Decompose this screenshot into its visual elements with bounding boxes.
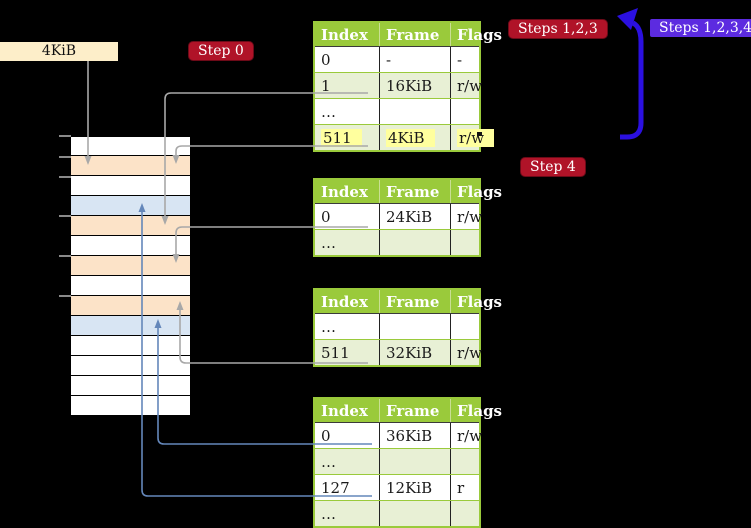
step-4-badge: Step 4	[520, 157, 586, 177]
table-cell: …	[314, 229, 380, 257]
memory-row-free	[71, 176, 190, 196]
table-cell: …	[314, 98, 380, 125]
table-cell: 0	[314, 46, 380, 73]
table-cell: 32KiB	[379, 339, 451, 367]
address-tick	[59, 176, 71, 178]
table-cell	[450, 313, 480, 340]
memory-row-table	[71, 256, 190, 276]
table-cell	[450, 500, 480, 528]
table-row: …	[314, 313, 480, 340]
table-cell: r/w	[450, 339, 482, 367]
memory-row-mapped	[71, 316, 190, 336]
memory-row-free	[71, 276, 190, 296]
column-header: Frame	[379, 398, 451, 423]
address-tick	[59, 255, 71, 257]
memory-row-free	[71, 236, 190, 256]
table-cell	[450, 98, 480, 125]
table-cell	[379, 500, 451, 528]
steps-1234-badge: Steps 1,2,3,4	[650, 19, 751, 37]
memory-row-free	[71, 356, 190, 376]
table-row: 0--	[314, 46, 480, 73]
column-header: Index	[314, 398, 380, 423]
page-size-label: 4KiB	[0, 42, 118, 61]
table-cell: -	[450, 46, 480, 73]
column-header: Frame	[379, 22, 451, 47]
table-cell: 511	[314, 124, 380, 152]
column-header: Frame	[379, 289, 451, 314]
column-header: Index	[314, 22, 380, 47]
step-0-badge: Step 0	[188, 41, 254, 61]
steps-loop-arrow	[620, 20, 644, 140]
column-header: Index	[314, 289, 380, 314]
table-cell: 24KiB	[379, 203, 451, 230]
column-header: Flags	[450, 179, 502, 204]
steps-123-badge: Steps 1,2,3	[508, 19, 608, 39]
table-cell: r	[450, 474, 480, 501]
column-header: Flags	[450, 289, 502, 314]
table-cell: r/w	[450, 72, 482, 99]
table-cell: 127	[314, 474, 380, 501]
table-cell: 1	[314, 72, 380, 99]
table-cell	[450, 448, 480, 475]
table-cell	[379, 98, 451, 125]
memory-row-free	[71, 336, 190, 356]
table-cell: …	[314, 313, 380, 340]
memory-row-mapped	[71, 196, 190, 216]
table-row: …	[314, 448, 480, 475]
table-cell	[379, 448, 451, 475]
memory-row-table	[71, 296, 190, 316]
column-header: Flags	[450, 22, 502, 47]
table-row: …	[314, 229, 480, 257]
column-header: Flags	[450, 398, 502, 423]
column-header: Frame	[379, 179, 451, 204]
memory-row-free	[71, 136, 190, 156]
table-cell	[450, 229, 480, 257]
memory-row-table	[71, 156, 190, 176]
memory-row-table	[71, 216, 190, 236]
table-cell: …	[314, 448, 380, 475]
table-row: …	[314, 98, 480, 125]
address-tick	[59, 295, 71, 297]
table-cell: 4KiB	[379, 124, 451, 152]
memory-column	[71, 136, 190, 416]
steps-loop-arrowhead	[617, 8, 638, 30]
address-tick	[59, 215, 71, 217]
memory-row-free	[71, 376, 190, 396]
memory-row-free	[71, 396, 190, 416]
table-cell: 0	[314, 422, 380, 449]
table-cell: r/w	[450, 203, 482, 230]
table1-edge-marker	[477, 132, 482, 136]
table-cell	[379, 313, 451, 340]
address-tick	[59, 156, 71, 158]
table-cell	[379, 229, 451, 257]
address-tick	[59, 135, 71, 137]
table-cell: …	[314, 500, 380, 528]
table-cell: -	[379, 46, 451, 73]
table-cell: 12KiB	[379, 474, 451, 501]
table-cell: 0	[314, 203, 380, 230]
table-cell: 36KiB	[379, 422, 451, 449]
table-cell: 511	[314, 339, 380, 367]
table-cell: 16KiB	[379, 72, 451, 99]
column-header: Index	[314, 179, 380, 204]
table-cell: r/w	[450, 124, 495, 152]
table-row: …	[314, 500, 480, 528]
table-cell: r/w	[450, 422, 482, 449]
